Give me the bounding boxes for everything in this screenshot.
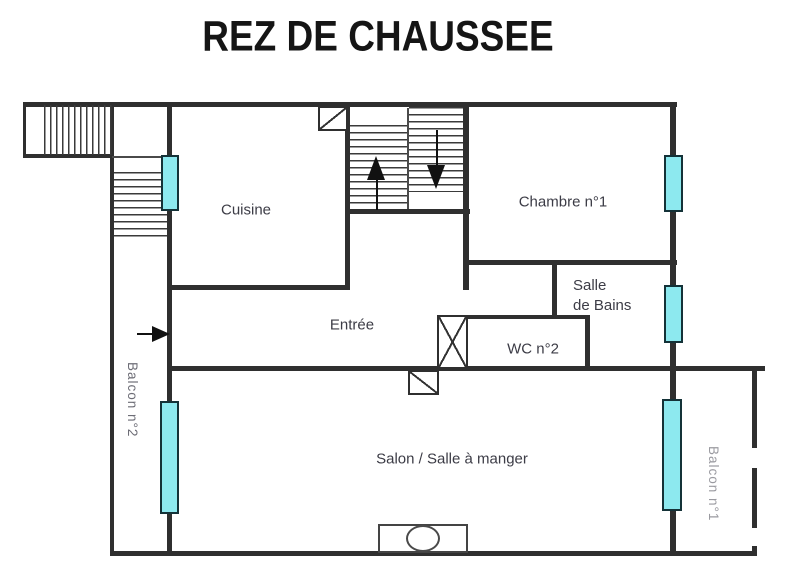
fixture-circle-icon (406, 525, 440, 552)
wall-exterior-stair-bottom (23, 154, 114, 158)
closet-diagonal-icon (318, 106, 348, 131)
wall-balcon1-outer-1 (752, 366, 757, 448)
wall-cuisine-right (345, 102, 350, 290)
room-label-entree: Entrée (329, 316, 375, 334)
entrance-arrow-stem (137, 333, 154, 335)
stairs-down-arrow-icon (427, 165, 445, 189)
window-salon-left (160, 401, 179, 514)
wall-salle-de-bains-left (552, 260, 557, 319)
wall-chambre-left (463, 102, 469, 290)
window-cuisine (161, 155, 179, 211)
wall-wc-top (437, 315, 590, 319)
wall-balcon1-outer-2 (752, 468, 757, 528)
window-chambre1 (664, 155, 683, 212)
salle-de-bains-line1: Salle (573, 277, 607, 294)
stairs-up-arrow-stem (376, 170, 378, 210)
wall-outer-left (110, 102, 114, 556)
page-title: REZ DE CHAUSSEE (202, 12, 554, 61)
room-label-balcon2: Balcon n°2 (125, 362, 140, 438)
room-label-chambre1: Chambre n°1 (518, 193, 608, 211)
stairs-down-arrow-stem (436, 130, 438, 172)
wall-chambre-bottom (463, 260, 677, 265)
entrance-arrow-icon (152, 326, 170, 342)
window-salon-right (662, 399, 682, 511)
salle-de-bains-line2: de Bains (573, 297, 632, 314)
stairs-up-arrow-icon (367, 156, 385, 180)
door-swing-icon (408, 370, 439, 395)
wall-top (23, 102, 677, 107)
wall-exterior-stair-left (23, 102, 26, 158)
room-label-cuisine: Cuisine (220, 201, 272, 219)
line-stair-divider (407, 108, 409, 209)
wall-wc-right (585, 315, 590, 371)
duct-shaft-icon (437, 315, 468, 369)
room-label-salon: Salon / Salle à manger (376, 450, 528, 468)
wall-bottom (110, 551, 757, 556)
room-label-balcon1: Balcon n°1 (706, 446, 721, 522)
room-label-wc2: WC n°2 (507, 340, 559, 358)
wall-cuisine-bottom (167, 285, 350, 290)
room-label-salle-de-bains: Salle de Bains (573, 276, 631, 316)
exterior-stairs-hatch (44, 105, 112, 155)
balcony-stairs-hatch (114, 172, 167, 237)
window-salle-de-bains (664, 285, 683, 343)
line-corridor-top (112, 156, 163, 158)
wall-stair-bottom (345, 209, 470, 214)
